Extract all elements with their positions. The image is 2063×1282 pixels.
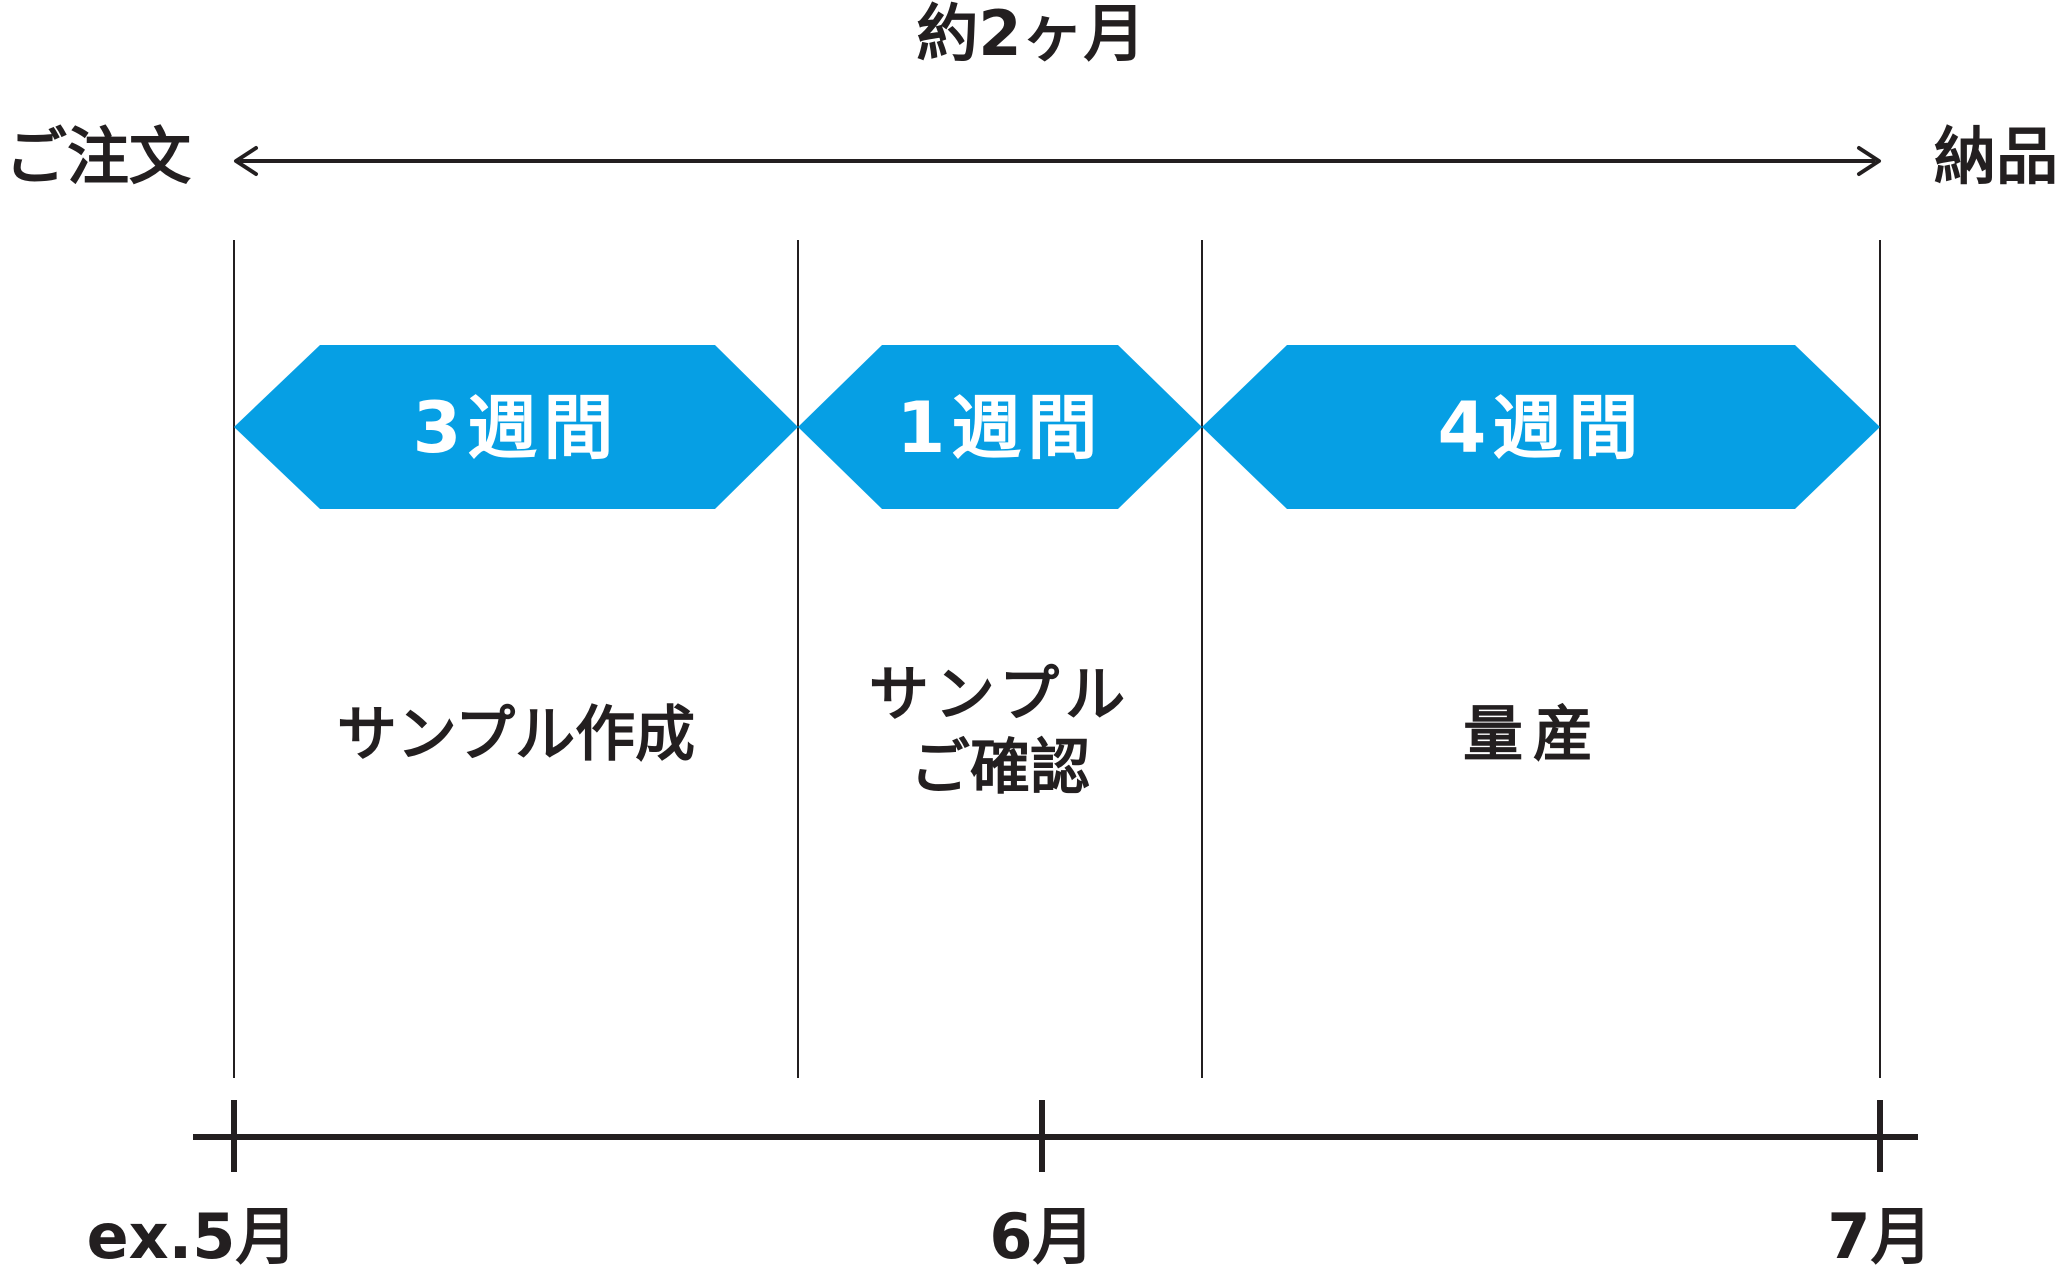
phase-banner-1: 3週間 <box>234 345 798 509</box>
phase-dividers <box>233 240 1881 1078</box>
tick-label-may: ex.5月 <box>87 1200 298 1273</box>
phase-duration-label: 4週間 <box>1438 387 1645 469</box>
arrow-left-head-icon <box>234 146 258 176</box>
delivery-label: 納品 <box>1934 120 2058 193</box>
duration-arrow <box>234 146 1881 176</box>
phase-name-sample-creation: サンプル作成 <box>337 700 695 770</box>
phase-banner-2: 1週間 <box>798 345 1202 509</box>
phase-hexagon <box>798 345 1202 509</box>
month-timeline <box>193 1100 1918 1172</box>
phase-banner-3: 4週間 <box>1202 345 1880 509</box>
phase-name-sample-check-line-1: サンプル <box>869 660 1131 730</box>
phase-duration-label: 1週間 <box>897 387 1104 469</box>
arrow-right-head-icon <box>1857 146 1881 176</box>
phase-duration-label: 3週間 <box>413 387 620 469</box>
order-label: ご注文 <box>5 120 191 193</box>
phase-hexagon <box>234 345 798 509</box>
phase-name-mass-production: 量産 <box>1463 700 1603 770</box>
phase-hexagon <box>1202 345 1880 509</box>
total-duration-label: 約2ヶ月 <box>916 0 1145 70</box>
phase-name-sample-check-line-2: ご確認 <box>910 733 1090 803</box>
tick-label-july: 7月 <box>1827 1200 1932 1273</box>
tick-label-june: 6月 <box>989 1200 1094 1273</box>
